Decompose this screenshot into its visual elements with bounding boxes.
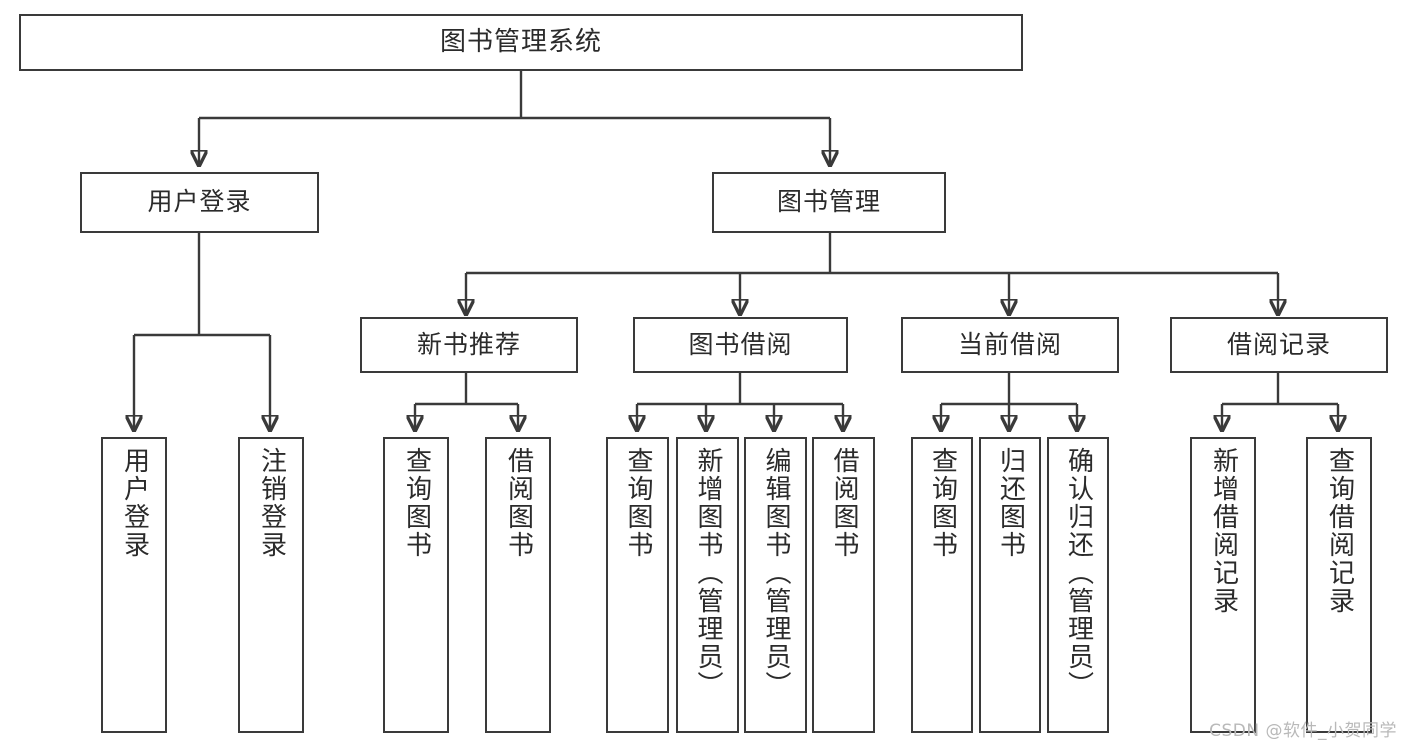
leaf-book-borrow-query-label: 查询图书 xyxy=(623,447,654,559)
leaf-borrow-record-query[interactable]: 查询借阅记录 xyxy=(1306,437,1372,733)
leaf-book-borrow-edit[interactable]: 编辑图书（管理员） xyxy=(744,437,807,733)
leaf-current-borrow-return[interactable]: 归还图书 xyxy=(979,437,1041,733)
leaf-borrow-record-add[interactable]: 新增借阅记录 xyxy=(1190,437,1256,733)
leaf-borrow-record-add-label: 新增借阅记录 xyxy=(1208,447,1239,615)
leaf-new-book-query[interactable]: 查询图书 xyxy=(383,437,449,733)
node-new-book-recommend[interactable]: 新书推荐 xyxy=(360,317,578,373)
node-borrow-record-label: 借阅记录 xyxy=(1226,329,1331,359)
leaf-current-borrow-query-label: 查询图书 xyxy=(927,447,958,559)
leaf-book-borrow-query[interactable]: 查询图书 xyxy=(606,437,669,733)
node-book-borrow[interactable]: 图书借阅 xyxy=(633,317,848,373)
leaf-current-borrow-return-label: 归还图书 xyxy=(995,447,1026,559)
node-root-system-label: 图书管理系统 xyxy=(439,26,602,57)
leaf-book-borrow-add-label: 新增图书（管理员） xyxy=(693,447,724,699)
leaf-user-login-logout-label: 注销登录 xyxy=(256,447,287,559)
node-user-login-label: 用户登录 xyxy=(147,187,252,217)
node-root-system[interactable]: 图书管理系统 xyxy=(19,14,1023,71)
leaf-book-borrow-add[interactable]: 新增图书（管理员） xyxy=(676,437,739,733)
leaf-current-borrow-confirm-label: 确认归还（管理员） xyxy=(1063,447,1094,699)
watermark-text: CSDN @软件_小贺同学 xyxy=(1209,721,1397,741)
node-current-borrow-label: 当前借阅 xyxy=(957,329,1062,359)
leaf-user-login-login-label: 用户登录 xyxy=(119,447,150,559)
leaf-current-borrow-confirm[interactable]: 确认归还（管理员） xyxy=(1047,437,1109,733)
node-book-management-label: 图书管理 xyxy=(776,187,881,217)
node-borrow-record[interactable]: 借阅记录 xyxy=(1170,317,1388,373)
leaf-user-login-logout[interactable]: 注销登录 xyxy=(238,437,304,733)
leaf-book-borrow-edit-label: 编辑图书（管理员） xyxy=(761,447,792,699)
node-book-management[interactable]: 图书管理 xyxy=(712,172,946,233)
node-user-login[interactable]: 用户登录 xyxy=(80,172,319,233)
leaf-borrow-record-query-label: 查询借阅记录 xyxy=(1324,447,1355,615)
leaf-new-book-borrow[interactable]: 借阅图书 xyxy=(485,437,551,733)
leaf-book-borrow-borrow[interactable]: 借阅图书 xyxy=(812,437,875,733)
leaf-user-login-login[interactable]: 用户登录 xyxy=(101,437,167,733)
leaf-current-borrow-query[interactable]: 查询图书 xyxy=(911,437,973,733)
node-new-book-recommend-label: 新书推荐 xyxy=(416,329,521,359)
leaf-new-book-borrow-label: 借阅图书 xyxy=(503,447,534,559)
node-book-borrow-label: 图书借阅 xyxy=(688,329,793,359)
leaf-book-borrow-borrow-label: 借阅图书 xyxy=(829,447,860,559)
node-current-borrow[interactable]: 当前借阅 xyxy=(901,317,1119,373)
leaf-new-book-query-label: 查询图书 xyxy=(401,447,432,559)
